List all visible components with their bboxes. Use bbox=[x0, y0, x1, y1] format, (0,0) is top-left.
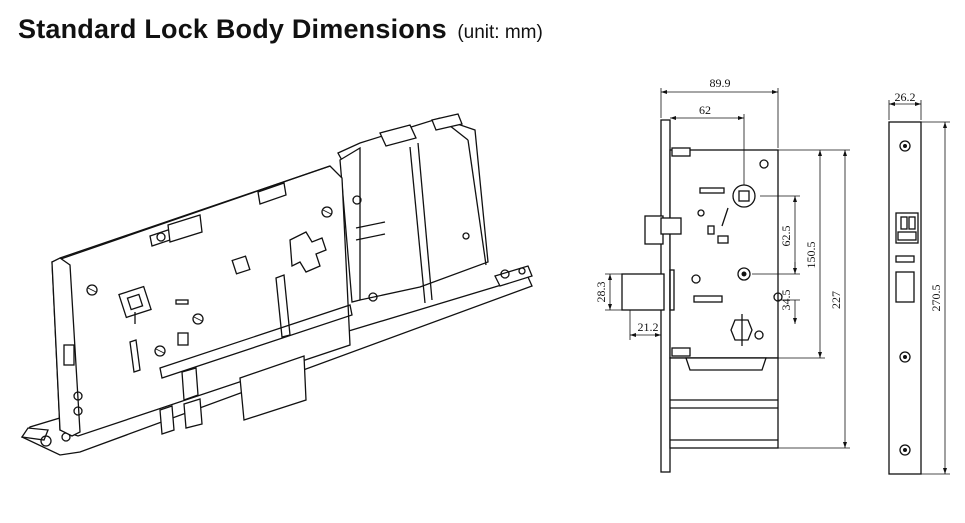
title-row: Standard Lock Body Dimensions (unit: mm) bbox=[18, 14, 543, 45]
front-latch bbox=[621, 273, 665, 311]
page-title: Standard Lock Body Dimensions bbox=[18, 14, 447, 44]
isometric-lock-view bbox=[20, 113, 533, 456]
iso-faceplate-hole-left bbox=[40, 435, 52, 447]
faceplate-view: 26.2 270.5 bbox=[888, 90, 950, 475]
iso-latch-block bbox=[239, 355, 307, 421]
dim-21-2: 21.2 bbox=[638, 320, 659, 334]
dim-270-5: 270.5 bbox=[929, 285, 943, 312]
iso-faceplate-hole-right bbox=[500, 269, 510, 279]
front-deadbolt bbox=[644, 215, 664, 245]
dim-34-5: 34.5 bbox=[779, 290, 793, 311]
dim-150-5: 150.5 bbox=[804, 242, 818, 269]
front-body bbox=[669, 149, 779, 359]
front-lower-case bbox=[669, 357, 779, 449]
dim-62-5: 62.5 bbox=[779, 226, 793, 247]
unit-label: (unit: mm) bbox=[457, 22, 543, 43]
dim-62: 62 bbox=[699, 103, 711, 117]
faceplate-latch bbox=[895, 271, 915, 303]
dim-26-2: 26.2 bbox=[895, 90, 916, 104]
dim-28-3: 28.3 bbox=[594, 282, 608, 303]
dim-227: 227 bbox=[829, 291, 843, 309]
front-lock-view: 89.9 62 62.5 34.5 150.5 227 bbox=[594, 76, 850, 473]
dim-89-9: 89.9 bbox=[710, 76, 731, 90]
